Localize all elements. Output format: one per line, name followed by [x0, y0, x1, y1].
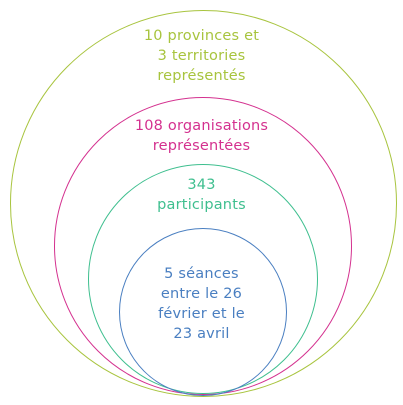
provinces-circle [10, 10, 397, 397]
seances-label: 5 séances entre le 26 février et le 23 a… [158, 266, 245, 342]
organisations-label: 108 organisations représentées [134, 118, 269, 154]
seances-circle [119, 228, 287, 396]
provinces-label: 10 provinces et 3 territories représenté… [143, 28, 260, 84]
participants-label: 343 participants [157, 177, 246, 213]
